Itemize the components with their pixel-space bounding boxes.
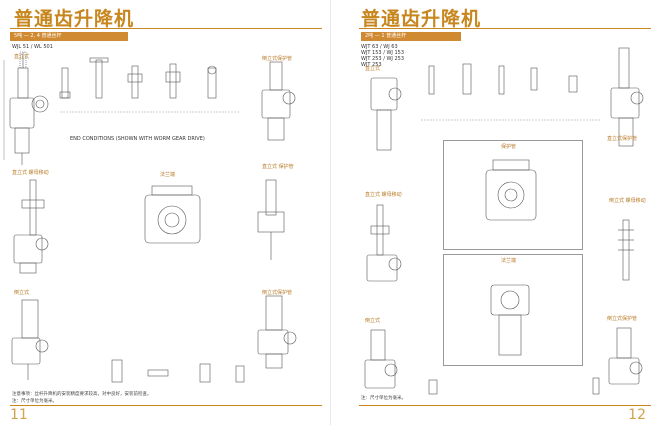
section-band: 5吨 — 2, 4 普通丝杆	[10, 32, 128, 41]
flange-detail-box-bottom	[443, 254, 583, 366]
label-flange-bottom: 法兰端	[501, 258, 517, 264]
note-line: 注：尺寸单位为毫米。	[361, 396, 406, 401]
flange-detail-box-top	[443, 140, 583, 250]
label-inverted: 倒立式	[365, 318, 381, 324]
title-rule	[10, 28, 322, 29]
label-flange: 法兰端	[160, 172, 176, 178]
label-upright-protect: 直立式 保护管	[262, 164, 294, 170]
page-title: 普通齿升降机	[14, 8, 135, 30]
page-number: 11	[10, 407, 28, 423]
model-list: WJL 51 / WL 501	[12, 44, 53, 50]
model-item: WJL 51 / WL 501	[12, 44, 53, 50]
technical-drawing-left	[3, 51, 297, 383]
model-list: WJT 63 / WJ 63 WJT 153 / WJ 153 WJT 253 …	[361, 44, 404, 68]
page-number: 12	[628, 407, 646, 423]
label-inverted-side: 倒立式 螺母移动	[609, 198, 646, 204]
left-page: 普通齿升降机 5吨 — 2, 4 普通丝杆 WJL 51 / WL 501	[3, 8, 322, 423]
model-item: WJT 63 / WJ 63	[361, 44, 398, 50]
label-upright-protect: 直立式保护管	[607, 136, 638, 142]
label-inverted-protect-2: 倒立式保护管	[262, 290, 293, 296]
model-item: WJT 153 / WJ 153	[361, 50, 405, 56]
end-fittings-row	[59, 57, 217, 99]
label-upright: 直立式	[14, 54, 30, 60]
right-page: 普通齿升降机 2吨 — 1 普通丝杆 WJT 63 / WJ 63 WJT 15…	[330, 0, 660, 425]
technical-drawing-right	[364, 47, 644, 395]
footer-rule	[359, 405, 651, 406]
footer-rule	[10, 405, 322, 406]
model-item: WJT 253 / WJ 253	[361, 56, 405, 62]
label-upright-travel: 直立式 螺母移动	[365, 192, 402, 198]
spec-line: END CONDITIONS (SHOWN WITH WORM GEAR DRI…	[70, 136, 205, 142]
page-title: 普通齿升降机	[361, 8, 482, 30]
label-inverted-protect: 倒立式保护管	[262, 56, 293, 62]
title-rule	[359, 28, 651, 29]
model-item: WJT 253	[361, 62, 382, 68]
section-band: 2吨 — 1 普通丝杆	[361, 32, 461, 41]
note-line: 注意事项：丝杆升降机的安装精度要求较高，对中良好，安装前检查。	[12, 392, 152, 397]
note-line: 注：尺寸单位为毫米。	[12, 399, 57, 404]
label-flange-top: 保护管	[501, 144, 517, 150]
label-inverted: 倒立式	[14, 290, 30, 296]
label-upright-travel: 直立式 螺母移动	[12, 170, 49, 176]
label-upright: 直立式	[365, 66, 381, 72]
label-inverted-protect: 倒立式保护管	[607, 316, 638, 322]
